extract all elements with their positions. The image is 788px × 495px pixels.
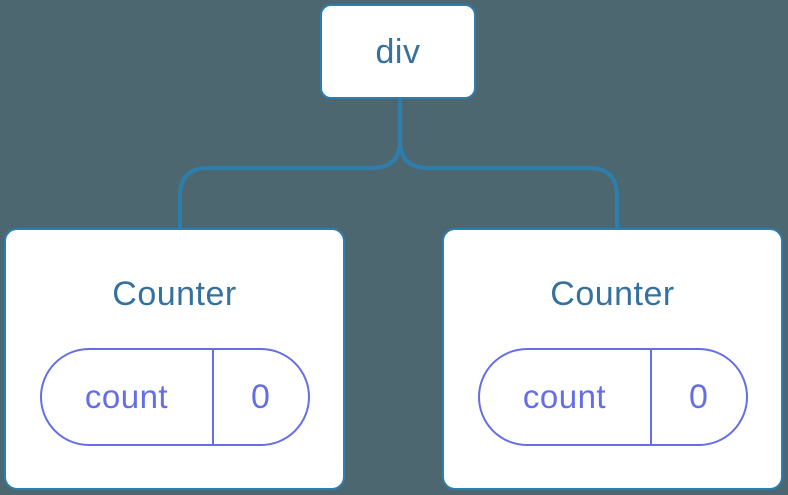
state-key-label: count <box>522 378 607 415</box>
state-key-label: count <box>84 378 169 415</box>
state-pill: count 0 <box>39 348 310 446</box>
counter-node-right: Counter count 0 <box>442 228 783 490</box>
connector-left-branch <box>178 95 402 232</box>
root-node-label: div <box>375 32 421 71</box>
connector-right-branch <box>398 95 619 232</box>
state-pill: count 0 <box>477 348 748 446</box>
root-node: div <box>320 4 476 99</box>
counter-node-left-title: Counter <box>112 275 237 313</box>
state-value: 0 <box>251 377 270 416</box>
state-pill-divider <box>211 350 214 444</box>
state-value: 0 <box>689 377 708 416</box>
state-pill-divider <box>649 350 652 444</box>
counter-node-right-title: Counter <box>550 275 675 313</box>
counter-node-left: Counter count 0 <box>4 228 345 490</box>
